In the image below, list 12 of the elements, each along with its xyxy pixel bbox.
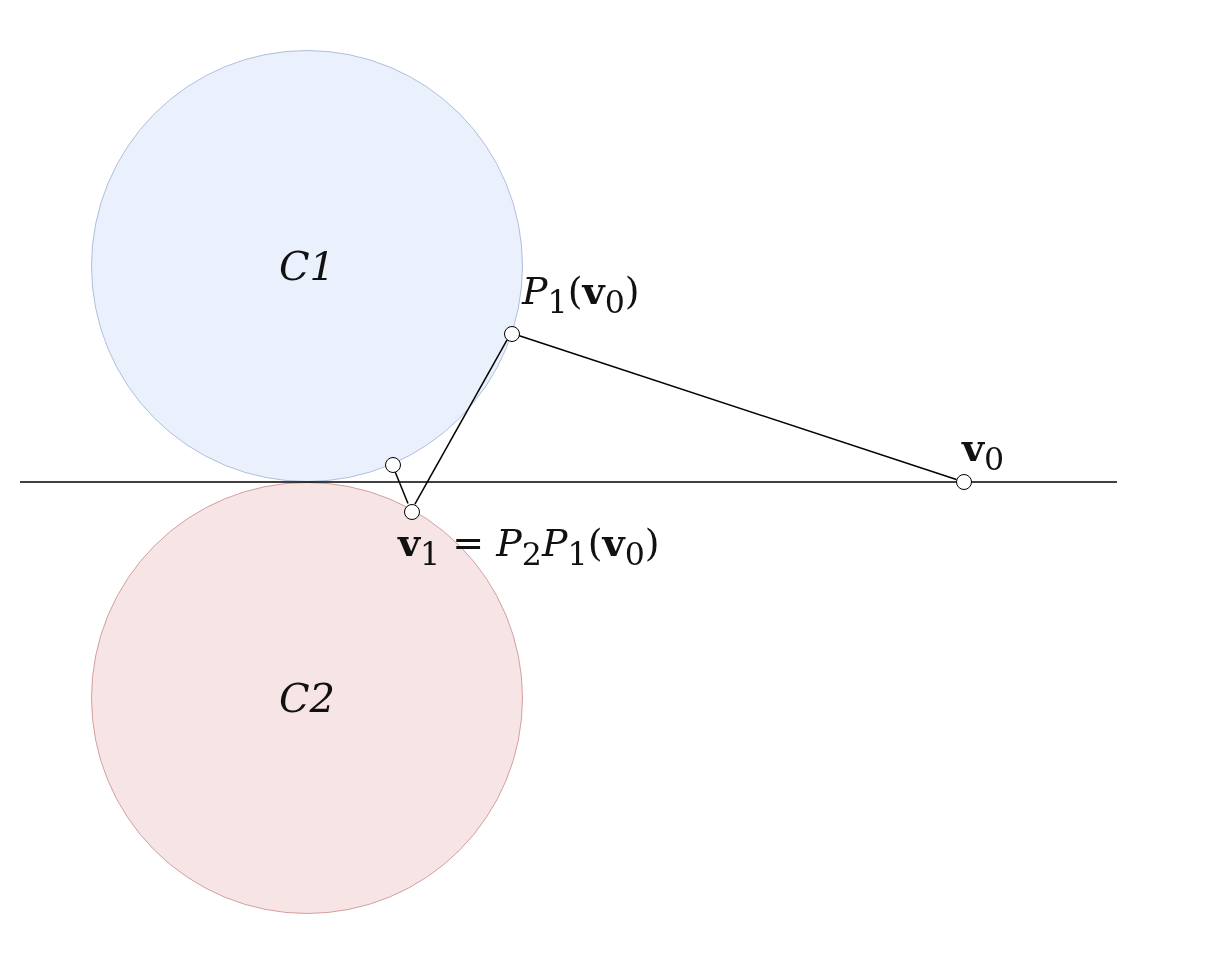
circle-label: C2 <box>278 675 336 721</box>
line-segment <box>414 339 508 505</box>
point-label: v$_{0}$ <box>962 425 1005 477</box>
point-marker <box>385 457 401 473</box>
line-segment <box>394 470 409 505</box>
point-marker <box>956 474 972 490</box>
line-segment <box>517 334 958 481</box>
point-label: v$_{1}$ = P$_{2}$P$_{1}$(v$_{0}$) <box>398 520 660 572</box>
point-marker <box>504 326 520 342</box>
point-label: P$_{1}$(v$_{0}$) <box>522 268 640 320</box>
point-marker <box>404 504 420 520</box>
circle-label: C1 <box>278 243 336 289</box>
